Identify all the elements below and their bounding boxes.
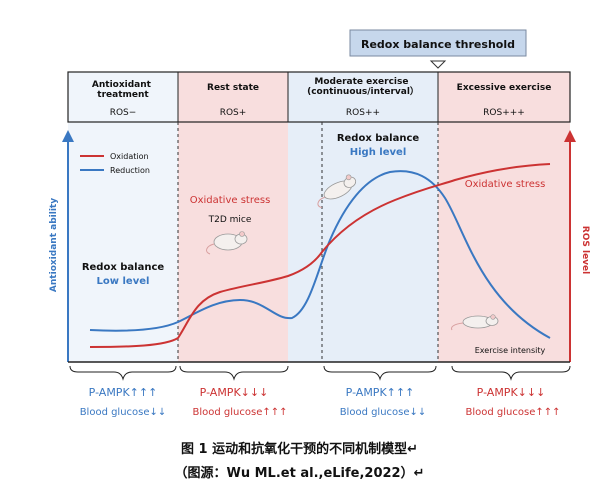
- oxidative-stress-right-label: Oxidative stress: [465, 179, 546, 190]
- phase-title-antioxidant: Antioxidant treatment: [92, 80, 154, 100]
- bracket-3-ampk: P-AMPK↑↑↑: [346, 386, 415, 399]
- threshold-box: [349, 29, 527, 57]
- bracket-4: [451, 365, 571, 381]
- figure-caption: 图 1 运动和抗氧化干预的不同机制模型↵: [181, 442, 418, 457]
- bracket-1-glucose: Blood glucose↓↓: [80, 407, 167, 418]
- figure-source: （图源：Wu ML.et al.,eLife,2022）↵: [174, 466, 425, 481]
- mouse-icon: [206, 231, 248, 255]
- threshold-label: Redox balance threshold: [361, 38, 515, 51]
- bracket-1-ampk: P-AMPK↑↑↑: [89, 386, 158, 399]
- phase-title-excessive: Excessive exercise: [457, 83, 552, 93]
- legend-reduction-label: Reduction: [110, 166, 150, 175]
- reduction-curve: [89, 170, 551, 339]
- redox-low-level: Low level: [97, 276, 150, 287]
- legend-oxidation-label: Oxidation: [110, 152, 149, 161]
- redox-high-level: High level: [350, 147, 407, 158]
- x-axis-label: Exercise intensity: [475, 346, 546, 355]
- phase-ros-moderate: ROS++: [346, 108, 380, 118]
- bracket-2: [179, 365, 289, 381]
- phase-ros-rest: ROS+: [220, 108, 247, 118]
- oxidation-curve: [89, 163, 551, 348]
- phase-ros-antioxidant: ROS−: [110, 108, 137, 118]
- phase-header: [67, 71, 571, 123]
- threshold-marker-icon: [429, 60, 447, 69]
- right-axis-arrow-icon: [564, 130, 576, 142]
- bracket-4-ampk: P-AMPK↓↓↓: [477, 386, 546, 399]
- left-axis-arrow-icon: [62, 130, 74, 142]
- bracket-3: [323, 365, 437, 381]
- bracket-2-ampk: P-AMPK↓↓↓: [200, 386, 269, 399]
- phase-ros-excessive: ROS+++: [483, 108, 525, 118]
- left-axis-label: Antioxidant ability: [49, 198, 59, 292]
- redox-high-title: Redox balance: [337, 133, 420, 144]
- tired-mouse-icon: [451, 314, 499, 331]
- bracket-4-glucose: Blood glucose↑↑↑: [466, 407, 561, 418]
- running-mouse-icon: [317, 174, 357, 208]
- oxidative-stress-left-label: Oxidative stress: [190, 195, 271, 206]
- bracket-1: [69, 365, 177, 381]
- phase-bg-antioxidant: [68, 72, 178, 362]
- redox-low-title: Redox balance: [82, 262, 165, 273]
- right-axis-label: ROS level: [580, 226, 590, 274]
- phase-title-rest: Rest state: [207, 83, 259, 93]
- t2d-mice-label: T2D mice: [208, 215, 252, 225]
- phase-title-moderate: Moderate exercise (continuous/interval）: [307, 77, 419, 97]
- bracket-2-glucose: Blood glucose↑↑↑: [193, 407, 288, 418]
- bracket-3-glucose: Blood glucose↓↓: [340, 407, 427, 418]
- phase-bg-excessive: [438, 72, 570, 362]
